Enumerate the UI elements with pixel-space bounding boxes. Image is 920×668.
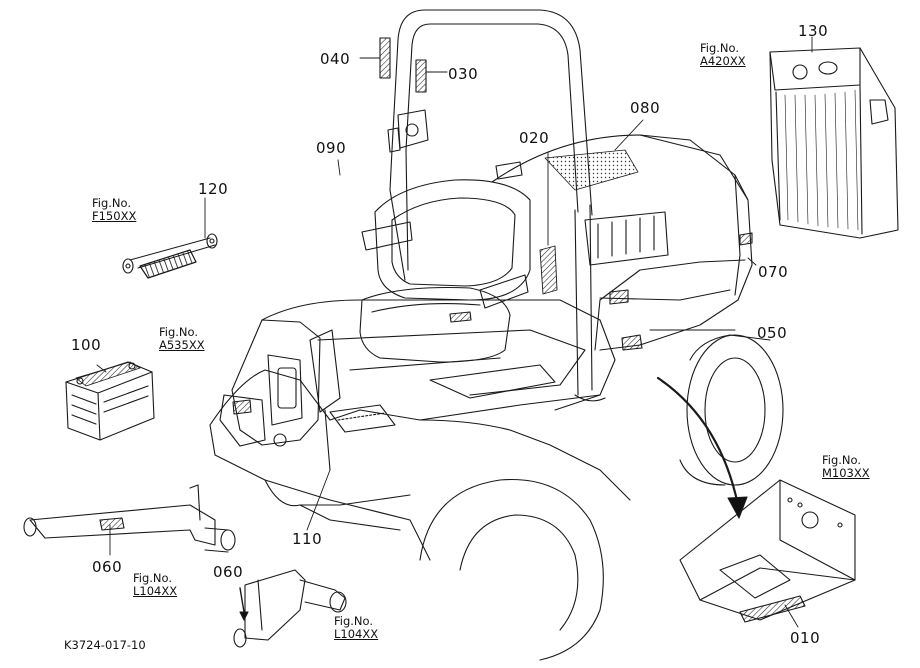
fig-no-text: Fig.No. [700, 41, 740, 55]
fig-code-a535: A535XX [159, 338, 205, 352]
fig-ref-l104-lower: Fig.No. L104XX [334, 615, 378, 641]
fig-no-text: Fig.No. [822, 453, 862, 467]
part-label-110: 110 [292, 530, 323, 548]
bracket-060-lower [233, 569, 347, 648]
arrow [656, 376, 748, 519]
fig-no-text: Fig.No. [133, 571, 173, 585]
fig-ref-f150: Fig.No. F150XX [92, 197, 136, 223]
part-label-020: 020 [519, 129, 550, 147]
fig-code-m103: M103XX [822, 466, 870, 480]
part-label-090: 090 [316, 139, 347, 157]
part-label-060-upper: 060 [92, 558, 123, 576]
part-label-120: 120 [198, 180, 229, 198]
diagram-id: K3724-017-10 [64, 638, 146, 652]
fig-no-text: Fig.No. [334, 614, 374, 628]
leader-lines [96, 36, 813, 628]
part-label-030: 030 [448, 65, 479, 83]
gas-spring-part [122, 233, 218, 279]
part-label-050: 050 [757, 324, 788, 342]
frame-detail-part [679, 479, 856, 623]
part-label-080: 080 [630, 99, 661, 117]
fig-no-text: Fig.No. [92, 196, 132, 210]
battery-part [65, 361, 155, 441]
fig-code-l104-upper: L104XX [133, 584, 178, 598]
part-label-010: 010 [790, 629, 821, 647]
part-label-130: 130 [798, 22, 829, 40]
fig-ref-l104-upper: Fig.No. L104XX [133, 572, 177, 598]
part-label-060-lower: 060 [213, 563, 244, 581]
fig-code-a420: A420XX [700, 54, 746, 68]
fig-ref-m103: Fig.No. M103XX [822, 454, 870, 480]
rops-frame [379, 9, 593, 281]
part-label-040: 040 [320, 50, 351, 68]
wheels [419, 334, 784, 661]
mower-body [209, 134, 753, 561]
fig-no-text: Fig.No. [159, 325, 199, 339]
part-label-100: 100 [71, 336, 102, 354]
fig-code-l104-lower: L104XX [334, 627, 379, 641]
part-label-070: 070 [758, 263, 789, 281]
fig-ref-a535: Fig.No. A535XX [159, 326, 205, 352]
fig-code-f150: F150XX [92, 209, 137, 223]
fig-ref-a420: Fig.No. A420XX [700, 42, 746, 68]
radiator-part [769, 47, 899, 239]
bracket-060-upper [23, 484, 236, 553]
